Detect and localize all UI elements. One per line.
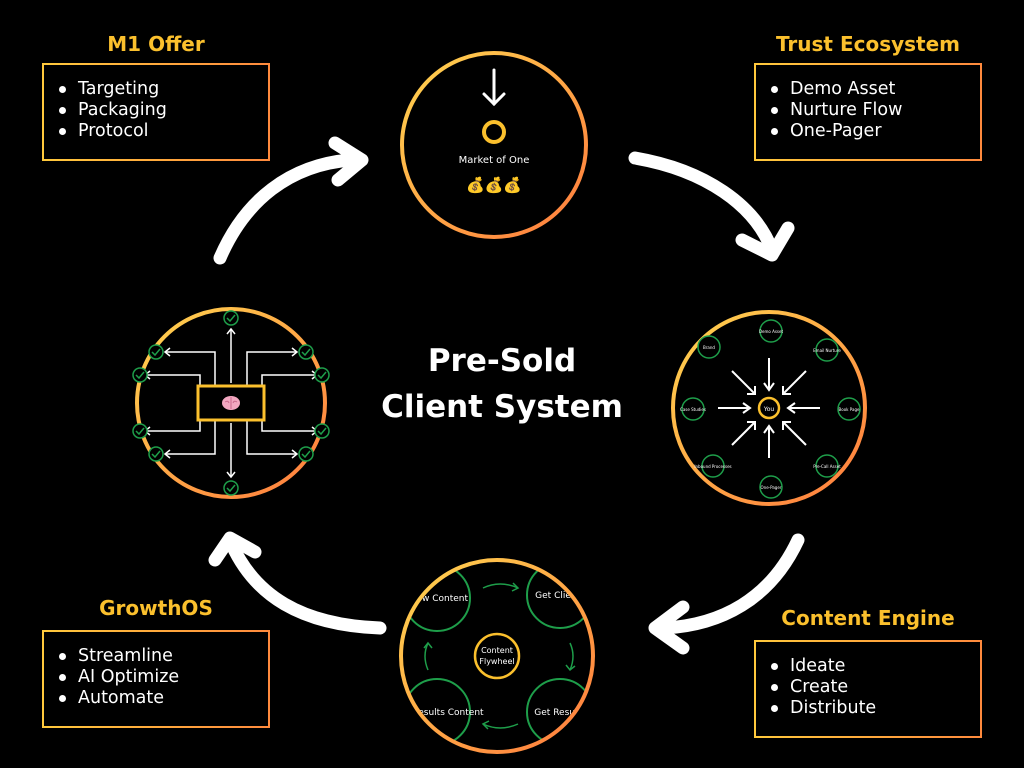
svg-text:Get Results: Get Results bbox=[534, 708, 586, 718]
content-engine-title: Content Engine bbox=[781, 606, 955, 630]
list-item: Distribute bbox=[771, 698, 970, 719]
list-item: Create bbox=[771, 677, 970, 698]
svg-text:Brand: Brand bbox=[703, 345, 715, 350]
trust-ecosystem-title: Trust Ecosystem bbox=[775, 32, 961, 56]
check-icon bbox=[132, 367, 148, 383]
svg-text:One-Pager: One-Pager bbox=[761, 485, 782, 490]
svg-text:Turn Results Content: Turn Results Content bbox=[389, 708, 484, 718]
cycle-arrow-bottom-left bbox=[208, 531, 387, 635]
flywheel-arrows bbox=[423, 582, 576, 730]
check-icon bbox=[298, 344, 314, 360]
list-item: Nurture Flow bbox=[771, 100, 970, 121]
growthos-box: Streamline AI Optimize Automate bbox=[42, 630, 270, 728]
trust-node: One-Pager bbox=[759, 475, 783, 499]
converging-arrows bbox=[718, 358, 820, 458]
growthos-circle bbox=[132, 307, 330, 499]
svg-text:Get Clients: Get Clients bbox=[535, 591, 585, 601]
center-title-line1: Pre-Sold bbox=[427, 343, 577, 379]
list-item: Automate bbox=[59, 688, 258, 709]
content-engine-box: Ideate Create Distribute bbox=[754, 640, 982, 738]
growthos-list: Streamline AI Optimize Automate bbox=[59, 646, 258, 709]
trust-node: Inbound Processes bbox=[694, 454, 732, 478]
trust-node: Case Studies bbox=[680, 397, 706, 421]
center-title-line2: Client System bbox=[381, 389, 623, 425]
check-icon bbox=[314, 423, 330, 439]
content-flywheel-circle: Grow Content Get Clients Get Results Tur… bbox=[389, 558, 595, 754]
down-arrow-icon bbox=[482, 68, 506, 107]
cycle-arrow-bottom-right bbox=[648, 533, 805, 655]
flywheel-center-line1: Content bbox=[481, 646, 513, 655]
trust-node: Demo Asset bbox=[759, 319, 784, 343]
list-item: One-Pager bbox=[771, 121, 970, 142]
trust-ecosystem-box: Demo Asset Nurture Flow One-Pager bbox=[754, 63, 982, 161]
cycle-arrow-top-right bbox=[628, 151, 795, 262]
cycle-arrow-top-left bbox=[213, 136, 369, 265]
center-title: Pre-Sold Client System bbox=[352, 338, 652, 430]
list-item: AI Optimize bbox=[59, 667, 258, 688]
check-icon bbox=[148, 344, 164, 360]
trust-ecosystem-list: Demo Asset Nurture Flow One-Pager bbox=[771, 79, 970, 142]
flywheel-node: Grow Content bbox=[403, 564, 471, 632]
list-item: Protocol bbox=[59, 121, 258, 142]
check-icon bbox=[314, 367, 330, 383]
list-item: Streamline bbox=[59, 646, 258, 667]
list-item: Packaging bbox=[59, 100, 258, 121]
check-icon bbox=[223, 310, 239, 326]
market-of-one-label: Market of One bbox=[459, 155, 530, 166]
svg-text:Email Nurture: Email Nurture bbox=[813, 348, 841, 353]
m1-offer-title: M1 Offer bbox=[107, 32, 205, 56]
growthos-title: GrowthOS bbox=[99, 596, 213, 620]
trust-node: Email Nurture bbox=[813, 338, 841, 362]
list-item: Ideate bbox=[771, 656, 970, 677]
content-engine-list: Ideate Create Distribute bbox=[771, 656, 970, 719]
svg-text:Case Studies: Case Studies bbox=[680, 407, 706, 412]
trust-node: Pre-Call Asset bbox=[813, 454, 841, 478]
trust-center-label: You bbox=[763, 406, 775, 413]
market-of-one-circle: Market of One 💰💰💰 bbox=[400, 51, 588, 239]
growthos-connectors bbox=[143, 327, 319, 479]
check-icon bbox=[298, 446, 314, 462]
trust-node: Book Page bbox=[837, 397, 861, 421]
flywheel-center-line2: Flywheel bbox=[479, 657, 514, 666]
brain-icon bbox=[222, 396, 240, 410]
money-bags-icon: 💰💰💰 bbox=[466, 176, 522, 194]
trust-node: Brand bbox=[697, 335, 721, 359]
list-item: Demo Asset bbox=[771, 79, 970, 100]
svg-text:Grow Content: Grow Content bbox=[406, 594, 468, 604]
check-icon bbox=[148, 446, 164, 462]
m1-offer-box: Targeting Packaging Protocol bbox=[42, 63, 270, 161]
svg-text:Demo Asset: Demo Asset bbox=[759, 329, 784, 334]
svg-text:Inbound Processes: Inbound Processes bbox=[694, 464, 731, 469]
trust-ecosystem-circle: You Demo Asset Email Nurture Book Page P… bbox=[671, 310, 867, 506]
flywheel-node: Get Results bbox=[526, 678, 593, 746]
svg-text:Book Page: Book Page bbox=[839, 407, 860, 412]
m1-offer-list: Targeting Packaging Protocol bbox=[59, 79, 258, 142]
target-ring-icon bbox=[482, 120, 506, 144]
list-item: Targeting bbox=[59, 79, 258, 100]
check-icon bbox=[223, 480, 239, 496]
svg-text:Pre-Call Asset: Pre-Call Asset bbox=[813, 464, 841, 469]
check-icon bbox=[132, 423, 148, 439]
